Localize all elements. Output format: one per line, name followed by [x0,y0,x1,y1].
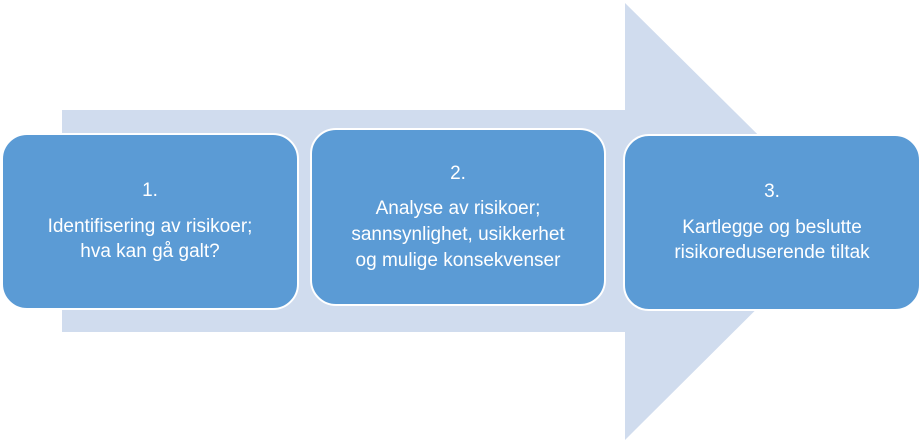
step-1-text: Identifisering av risikoer; hva kan gå g… [47,215,253,263]
step-3-box: 3. Kartlegge og beslutte risikoreduseren… [623,134,921,311]
step-2-number: 2. [450,162,466,184]
step-3-text: Kartlegge og beslutte risikoreduserende … [674,216,870,264]
step-1-box: 1. Identifisering av risikoer; hva kan g… [1,133,299,310]
step-2-box: 2. Analyse av risikoer; sannsynlighet, u… [310,128,606,306]
step-2-text: Analyse av risikoer; sannsynlighet, usik… [351,198,565,271]
step-3-number: 3. [764,181,780,203]
step-1-number: 1. [142,180,158,202]
